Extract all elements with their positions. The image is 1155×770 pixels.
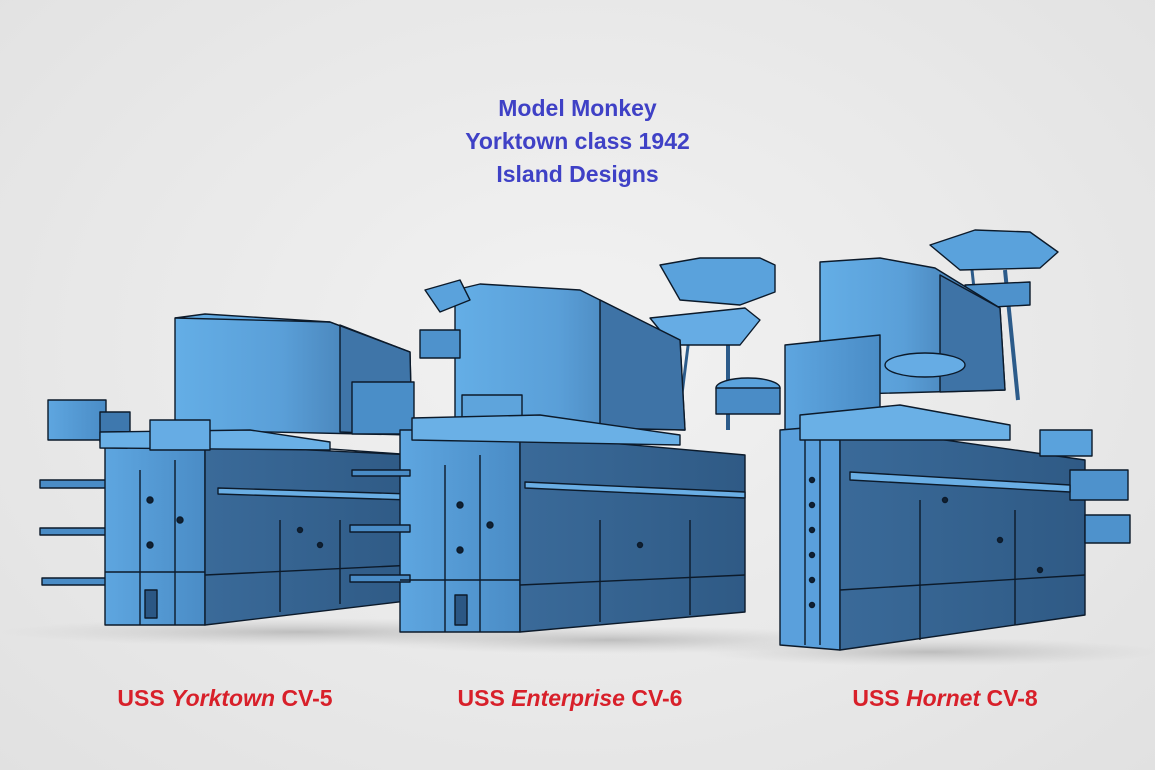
title-line-1: Model Monkey [498, 95, 657, 121]
model-enterprise [349, 257, 781, 633]
model-hornet [779, 229, 1131, 651]
caption-prefix: USS [457, 685, 505, 711]
caption-ship-name: Hornet [906, 685, 981, 711]
title-line-3: Island Designs [496, 161, 659, 187]
caption-hull-number: CV-6 [631, 685, 683, 711]
caption-hull-number: CV-5 [281, 685, 333, 711]
title-line-2: Yorktown class 1942 [465, 128, 690, 154]
shadow-hornet [700, 638, 1155, 666]
caption-ship-name: Enterprise [511, 685, 625, 711]
caption-prefix: USS [117, 685, 165, 711]
caption-hornet: USS Hornet CV-8 [840, 685, 1050, 712]
caption-ship-name: Yorktown [171, 685, 276, 711]
caption-hull-number: CV-8 [986, 685, 1038, 711]
title-block: Model Monkey Yorktown class 1942 Island … [0, 92, 1155, 191]
caption-enterprise: USS Enterprise CV-6 [450, 685, 690, 712]
caption-prefix: USS [852, 685, 900, 711]
caption-yorktown: USS Yorktown CV-5 [110, 685, 340, 712]
